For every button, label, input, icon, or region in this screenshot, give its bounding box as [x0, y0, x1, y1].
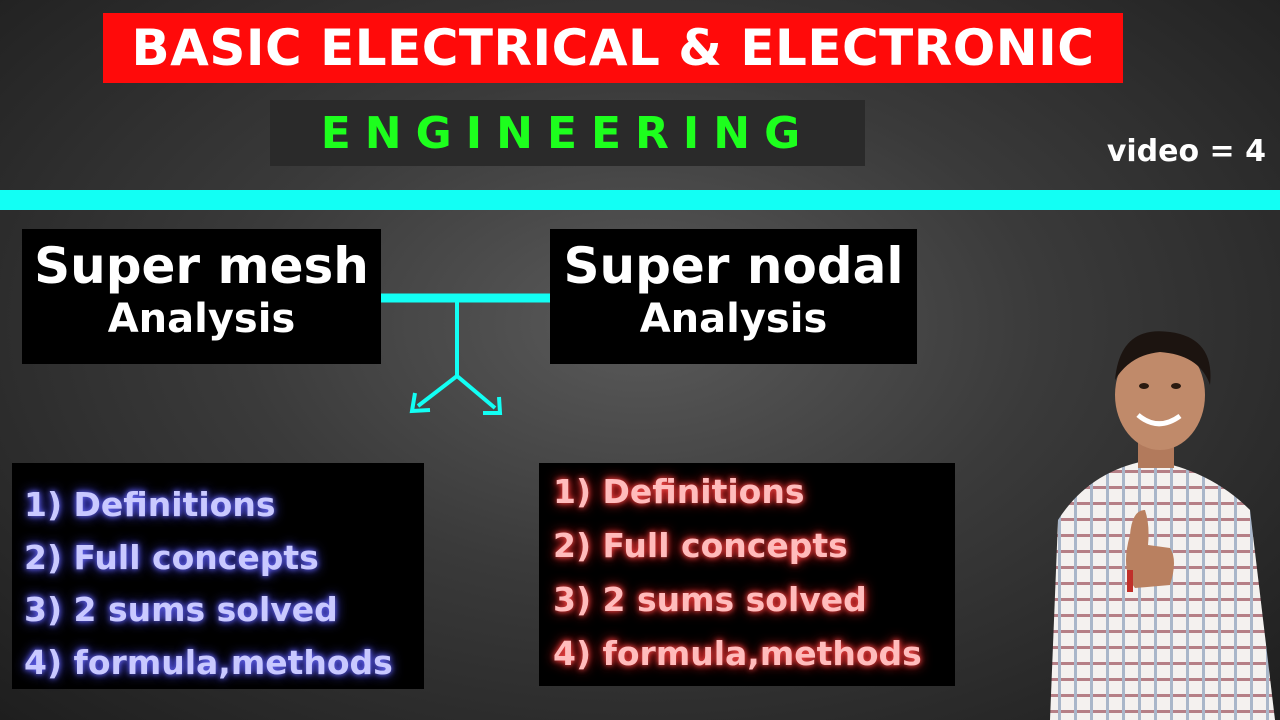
subtitle-banner: ENGINEERING: [270, 100, 865, 166]
arrow-left-shaft: [416, 374, 459, 408]
super-mesh-topic-list: 1) Definitions 2) Full concepts 3) 2 sum…: [12, 463, 424, 689]
presenter-shirt: [1050, 460, 1275, 720]
super-mesh-subtitle: Analysis: [107, 296, 296, 342]
list-item: 1) Definitions: [553, 472, 805, 511]
presenter-photo: [1050, 331, 1275, 720]
super-nodal-title: Super nodal: [563, 237, 904, 295]
list-item: 4) formula,methods: [553, 634, 922, 673]
arrow-right-head-icon: [483, 396, 503, 415]
super-nodal-box: Super nodal Analysis: [550, 229, 917, 364]
list-item: 2) Full concepts: [24, 537, 319, 577]
main-title-banner: BASIC ELECTRICAL & ELECTRONIC: [103, 13, 1123, 83]
wrist-band: [1127, 570, 1133, 592]
list-item: 3) 2 sums solved: [24, 590, 338, 629]
super-nodal-subtitle: Analysis: [639, 296, 828, 342]
arrow-left-head-icon: [409, 392, 431, 414]
super-mesh-title: Super mesh: [34, 237, 369, 295]
list-item: 3) 2 sums solved: [553, 580, 867, 619]
super-mesh-box: Super mesh Analysis: [22, 229, 381, 364]
presenter-arm: [1060, 585, 1195, 665]
presenter-hair: [1115, 331, 1211, 385]
list-item: 4) formula,methods: [24, 642, 393, 682]
list-item: 1) Definitions: [24, 485, 276, 524]
cyan-divider-bar: [0, 190, 1280, 210]
video-number-label: video = 4: [1106, 134, 1266, 169]
thumbs-up-icon: [1126, 510, 1174, 588]
list-item: 2) Full concepts: [553, 526, 848, 565]
presenter-face: [1115, 340, 1205, 450]
presenter-smile: [1136, 413, 1182, 427]
super-nodal-topic-list: 1) Definitions 2) Full concepts 3) 2 sum…: [539, 463, 955, 686]
arrow-right-shaft: [455, 374, 497, 410]
